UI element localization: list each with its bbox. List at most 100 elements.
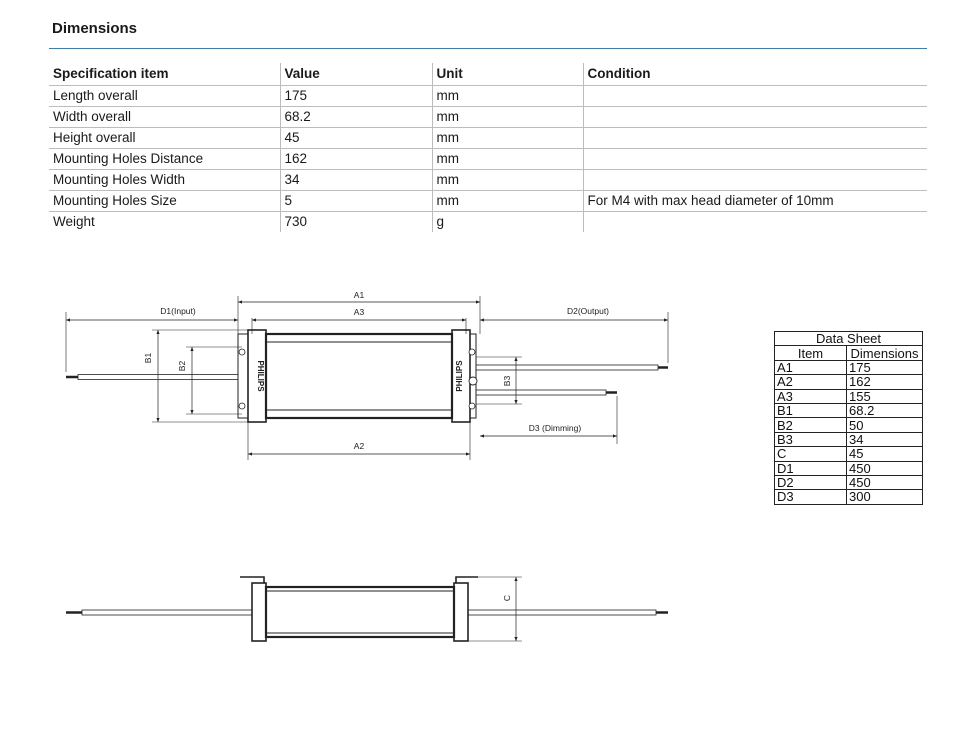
side-view: C — [66, 576, 668, 642]
table-header-row: Specification item Value Unit Condition — [49, 63, 927, 86]
table-row: Length overall 175 mm — [49, 85, 927, 107]
cell-unit: mm — [431, 127, 583, 149]
brand-logo-left: PHILIPS — [256, 360, 265, 392]
label-b2: B2 — [177, 361, 187, 372]
brand-logo-right: PHILIPS — [455, 360, 464, 392]
cell-item: Mounting Holes Size — [49, 190, 280, 212]
ds-value: 162 — [846, 374, 923, 390]
label-d3: D3 (Dimming) — [529, 423, 582, 433]
cell-value: 175 — [279, 85, 432, 107]
left-flange-top — [240, 576, 265, 583]
cell-value: 34 — [279, 169, 432, 191]
cell-item: Weight — [53, 214, 95, 229]
data-sheet-header-row: Item Dimensions — [774, 345, 923, 361]
cell-condition: For M4 with max head diameter of 10mm — [582, 190, 927, 212]
output-cable — [471, 364, 659, 371]
driver-body — [264, 585, 456, 639]
header-value: Value — [279, 63, 432, 86]
mounting-hole-icon — [468, 348, 476, 356]
top-view: PHILIPS PHILIPS A1 A3 D1(Input) D2(Outpu… — [65, 290, 669, 460]
cell-condition — [582, 85, 927, 107]
cell-unit: mm — [431, 85, 583, 107]
cell-unit: mm — [431, 148, 583, 170]
cell-value: 730 — [279, 211, 432, 232]
cell-value: 5 — [279, 190, 432, 212]
ds-item: B1 — [774, 402, 847, 419]
input-cable — [81, 609, 255, 616]
ds-item: B3 — [774, 431, 847, 448]
ds-item: A1 — [774, 359, 847, 376]
header-specification-item: Specification item — [49, 63, 280, 86]
label-c: C — [502, 595, 512, 601]
header-condition: Condition — [582, 63, 927, 86]
cell-condition — [582, 169, 927, 191]
cell-value: 162 — [279, 148, 432, 170]
data-sheet-title: Data Sheet — [774, 330, 923, 347]
cell-condition — [582, 211, 927, 232]
right-end-cap — [453, 582, 469, 642]
ds-value: 50 — [846, 417, 923, 433]
ds-value: 34 — [846, 431, 923, 448]
driver-body — [264, 332, 454, 420]
ds-value: 175 — [846, 359, 923, 376]
ds-item: D3 — [774, 489, 847, 505]
mounting-hole-icon — [238, 402, 246, 410]
header-dimensions: Dimensions — [846, 345, 923, 361]
ds-value: 155 — [846, 388, 923, 404]
right-flange-top — [455, 576, 478, 583]
table-row: Mounting Holes Size 5 mm For M4 with max… — [49, 190, 927, 212]
label-d2: D2(Output) — [567, 306, 609, 316]
left-end-cap — [251, 582, 267, 642]
cell-unit: mm — [431, 169, 583, 191]
ds-item: D2 — [774, 474, 847, 491]
ds-item: A2 — [774, 374, 847, 390]
header-unit: Unit — [431, 63, 583, 86]
ds-value: 45 — [846, 446, 923, 462]
cell-unit: mm — [431, 190, 583, 212]
ds-value: 450 — [846, 474, 923, 491]
input-cable — [77, 374, 249, 380]
output-cable — [463, 609, 657, 616]
screw-icon — [468, 376, 478, 386]
cell-unit: mm — [431, 106, 583, 128]
ds-value: 68.2 — [846, 402, 923, 419]
ds-item: A3 — [774, 388, 847, 404]
label-d1: D1(Input) — [160, 306, 196, 316]
cell-value: 45 — [279, 127, 432, 149]
table-row: Mounting Holes Distance 162 mm — [49, 148, 927, 170]
cell-item: Mounting Holes Width — [49, 169, 280, 191]
header-item: Item — [774, 345, 847, 361]
table-row: Width overall 68.2 mm — [49, 106, 927, 128]
section-title: Dimensions — [52, 20, 138, 37]
title-divider — [49, 48, 927, 49]
cell-unit: g — [431, 211, 583, 232]
label-a1: A1 — [354, 290, 365, 300]
cell-condition — [582, 148, 927, 170]
ds-item: B2 — [774, 417, 847, 433]
mounting-hole-icon — [468, 402, 476, 410]
data-sheet-title-row: Data Sheet — [774, 330, 923, 347]
label-b1: B1 — [143, 353, 153, 364]
cell-condition — [582, 127, 927, 149]
label-b3: B3 — [502, 376, 512, 387]
ds-value: 300 — [846, 489, 923, 505]
table-row: Height overall 45 mm — [49, 127, 927, 149]
cell-item: Length overall — [49, 85, 280, 107]
cell-item: Width overall — [49, 106, 280, 128]
table-row: Weight 730 g — [49, 211, 927, 232]
ds-item: D1 — [774, 460, 847, 476]
cell-item: Height overall — [49, 127, 280, 149]
table-row: Mounting Holes Width 34 mm — [49, 169, 927, 191]
label-a2: A2 — [354, 441, 365, 451]
